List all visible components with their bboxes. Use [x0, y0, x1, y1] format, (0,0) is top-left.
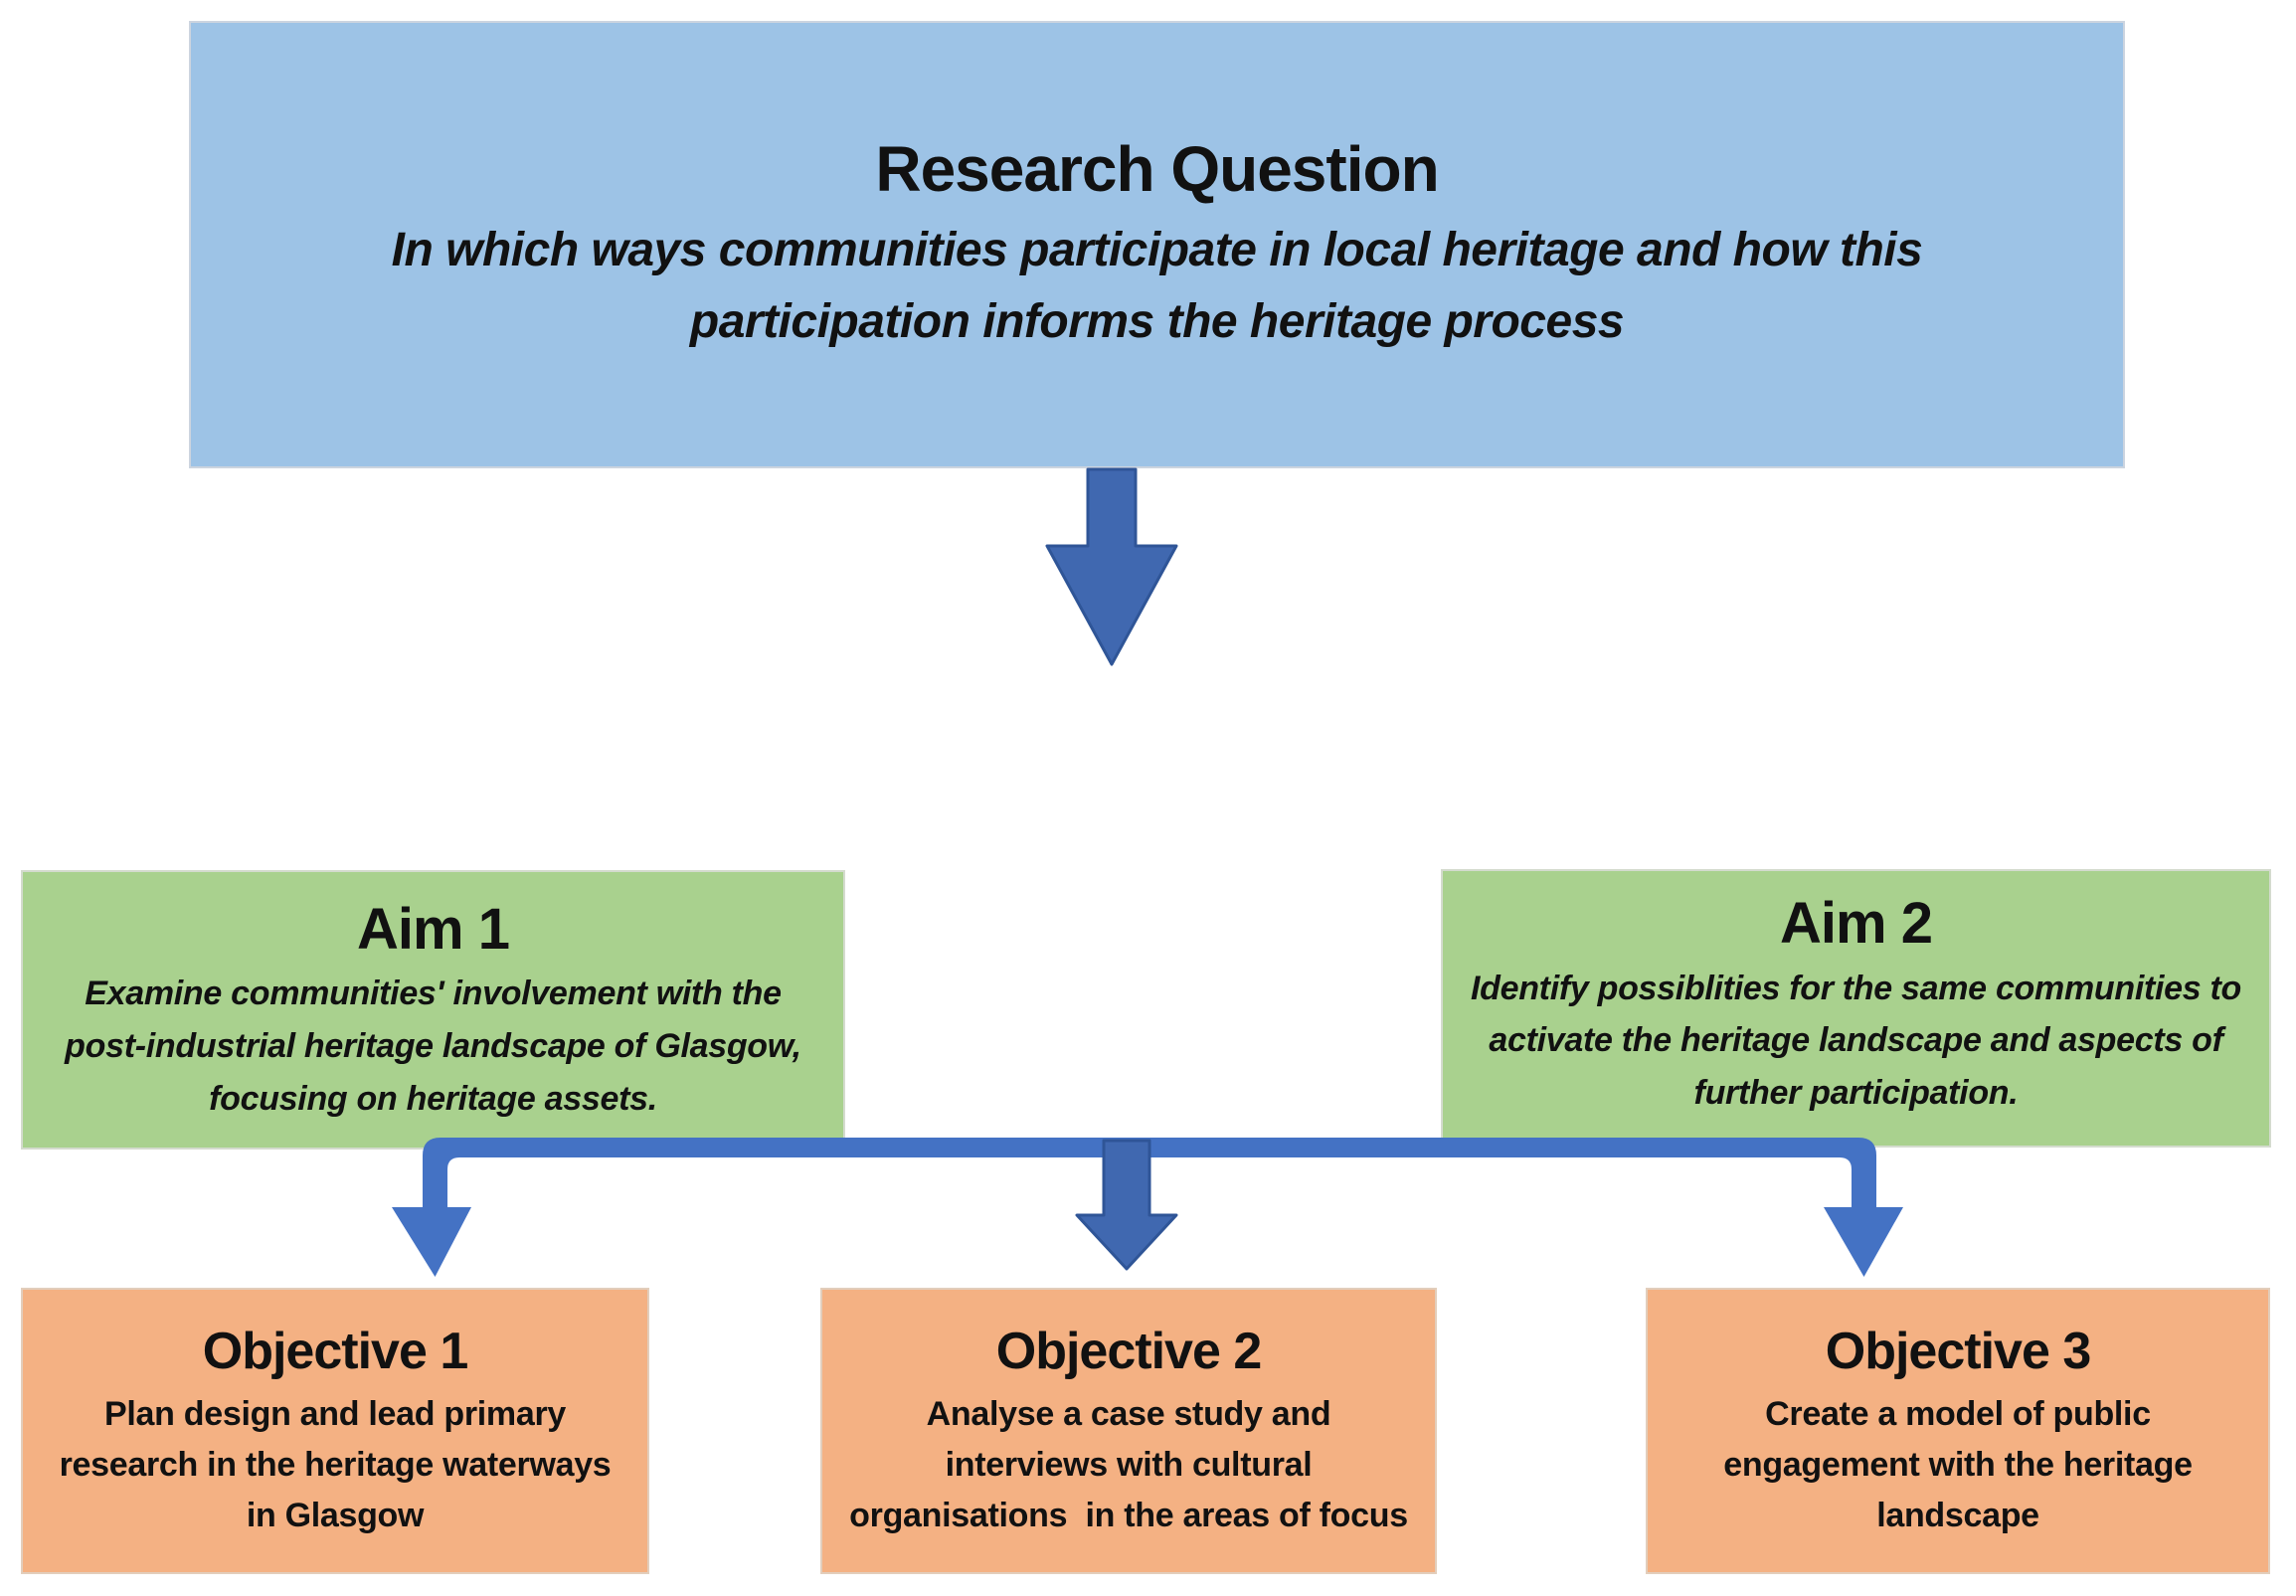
research-question-title: Research Question	[875, 132, 1439, 205]
branch-arrow-middle-icon	[1075, 1139, 1178, 1271]
objective-2-title: Objective 2	[995, 1323, 1262, 1381]
research-question-box: Research Question In which ways communit…	[189, 21, 2125, 468]
objective-2-body-line-3: organisations in the areas of focus	[849, 1496, 1408, 1534]
aim-1-body-line-1: Examine communities' involvement with th…	[85, 975, 782, 1013]
objective-2-box: Objective 2 Analyse a case study and int…	[820, 1288, 1437, 1574]
down-arrow-icon	[1045, 467, 1178, 666]
objective-3-body-line-3: landscape	[1876, 1496, 2039, 1534]
aim-1-body-line-2: post-industrial heritage landscape of Gl…	[65, 1026, 801, 1065]
branch-arrow-left-icon	[392, 1207, 471, 1277]
aim-2-body-line-2: activate the heritage landscape and aspe…	[1489, 1021, 2223, 1060]
objective-1-body-line-3: in Glasgow	[246, 1496, 425, 1534]
objective-3-body-line-2: engagement with the heritage	[1723, 1445, 2193, 1484]
objective-2-body-line-1: Analyse a case study and	[926, 1394, 1331, 1433]
aim-2-body-line-3: further participation.	[1693, 1073, 2019, 1112]
objective-1-title: Objective 1	[202, 1323, 468, 1381]
objective-2-body: Analyse a case study and interviews with…	[849, 1389, 1408, 1541]
aim-1-body: Examine communities' involvement with th…	[65, 968, 801, 1125]
objective-3-body: Create a model of public engagement with…	[1723, 1389, 2193, 1541]
objective-3-title: Objective 3	[1825, 1323, 2091, 1381]
objective-3-body-line-1: Create a model of public	[1765, 1394, 2151, 1433]
research-question-subtitle-line-1: In which ways communities participate in…	[391, 224, 1923, 277]
objective-1-body: Plan design and lead primary research in…	[60, 1389, 612, 1541]
aim-2-body: Identify possiblities for the same commu…	[1471, 963, 2241, 1120]
objective-1-body-line-2: research in the heritage waterways	[59, 1445, 612, 1484]
aim-1-body-line-3: focusing on heritage assets.	[209, 1079, 657, 1118]
aim-2-body-line-1: Identify possiblities for the same commu…	[1470, 969, 2241, 1007]
objective-2-body-line-2: interviews with cultural	[945, 1445, 1313, 1484]
objective-1-box: Objective 1 Plan design and lead primary…	[21, 1288, 649, 1574]
aim-1-box: Aim 1 Examine communities' involvement w…	[21, 870, 845, 1150]
aim-2-box: Aim 2 Identify possiblities for the same…	[1441, 869, 2271, 1148]
research-question-subtitle-line-2: participation informs the heritage proce…	[689, 295, 1625, 349]
branch-arrow-right-icon	[1824, 1207, 1903, 1277]
research-question-subtitle: In which ways communities participate in…	[392, 215, 1923, 358]
aim-2-title: Aim 2	[1780, 891, 1933, 956]
objective-1-body-line-1: Plan design and lead primary	[104, 1394, 566, 1433]
aim-1-title: Aim 1	[357, 896, 510, 962]
objective-3-box: Objective 3 Create a model of public eng…	[1646, 1288, 2270, 1574]
